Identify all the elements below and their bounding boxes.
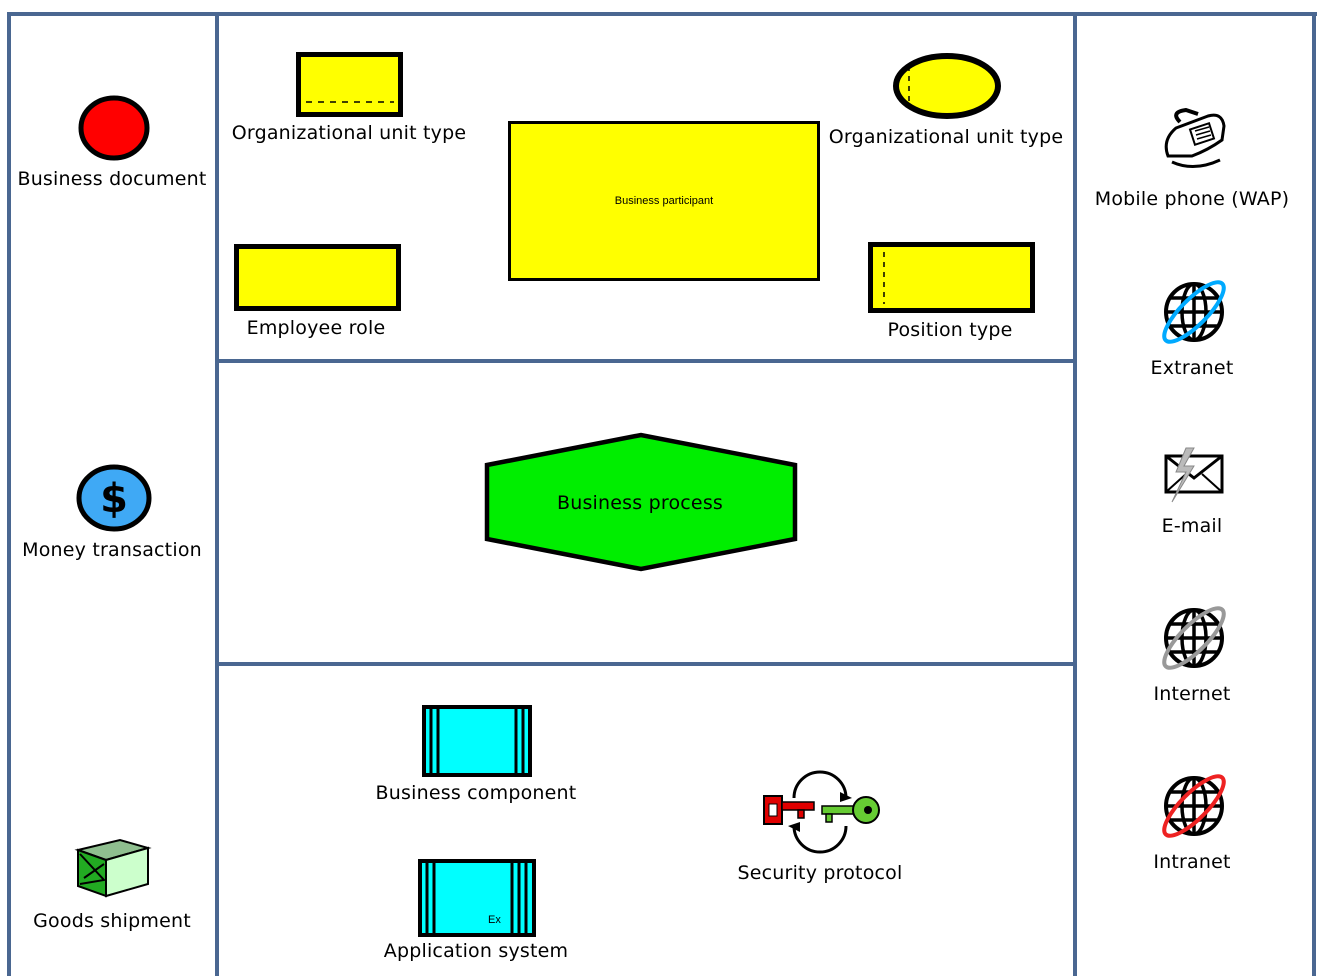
mobile-phone-label: Mobile phone (WAP) <box>1094 188 1290 210</box>
application-system-shape[interactable] <box>418 859 536 937</box>
divider-top-middle <box>215 359 1077 363</box>
email-icon <box>1164 447 1224 503</box>
email-label: E-mail <box>1161 515 1223 537</box>
money-transaction-label: Money transaction <box>22 539 202 561</box>
internet-label: Internet <box>1153 683 1231 705</box>
org-unit-type-ellipse-shape[interactable] <box>892 52 1002 120</box>
outer-frame-top <box>7 12 1317 16</box>
business-process-shape[interactable] <box>484 432 798 574</box>
business-participant-shape[interactable]: Business participant <box>508 121 820 281</box>
divider-left <box>215 12 219 976</box>
intranet-label: Intranet <box>1153 851 1231 873</box>
position-type-label: Position type <box>887 319 1013 341</box>
employee-role-label: Employee role <box>246 317 386 339</box>
phone-icon <box>1164 107 1226 168</box>
key-icon <box>763 770 880 854</box>
employee-role-shape[interactable] <box>234 244 402 312</box>
package-icon <box>74 838 152 898</box>
globe-extranet-icon <box>1162 280 1226 344</box>
outer-frame-right <box>1312 12 1316 976</box>
divider-right <box>1073 12 1077 976</box>
org-unit-type-rect-label: Organizational unit type <box>231 122 467 144</box>
security-protocol-label: Security protocol <box>737 862 903 884</box>
dollar-icon: $ <box>76 464 152 532</box>
svg-text:$: $ <box>100 476 128 522</box>
business-document-label: Business document <box>17 168 207 190</box>
org-unit-type-rect-shape[interactable] <box>296 52 404 118</box>
business-process-label: Business process <box>556 492 724 514</box>
globe-intranet-icon <box>1162 774 1226 838</box>
goods-shipment-label: Goods shipment <box>33 910 191 932</box>
outer-frame-left <box>7 12 11 976</box>
globe-internet-icon <box>1162 606 1226 670</box>
business-document-icon <box>78 95 150 161</box>
extranet-label: Extranet <box>1150 357 1234 379</box>
divider-middle-bottom <box>215 662 1077 666</box>
application-system-label: Application system <box>383 940 569 962</box>
application-system-tag: Ex <box>488 914 501 926</box>
org-unit-type-ellipse-label: Organizational unit type <box>828 126 1064 148</box>
business-participant-label: Business participant <box>614 195 714 207</box>
position-type-shape[interactable] <box>868 242 1036 314</box>
business-component-label: Business component <box>375 782 577 804</box>
business-component-shape[interactable] <box>422 705 532 777</box>
